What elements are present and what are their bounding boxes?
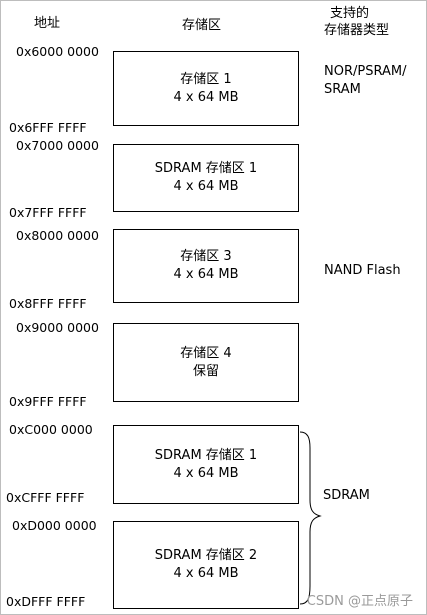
address-column-header: 地址 xyxy=(34,16,61,31)
bank-box-3-size: 4 x 64 MB xyxy=(173,267,239,282)
memory-type-nor-line2: SRAM xyxy=(324,82,361,97)
bank-box-3-name: 存储区 3 xyxy=(180,249,232,264)
bank-box-4-size: 保留 xyxy=(192,363,219,379)
address-label-bank1-end: 0x6FFF FFFF xyxy=(9,120,87,135)
bank-box-2-size: 4 x 64 MB xyxy=(173,179,239,194)
address-label-bank2-end: 0x7FFF FFFF xyxy=(9,205,87,220)
address-label-bank3-end: 0x8FFF FFFF xyxy=(9,296,87,311)
memory-type-sdram: SDRAM xyxy=(323,488,370,503)
bank-box-sdram-1: SDRAM 存储区 1 4 x 64 MB xyxy=(113,425,299,504)
bank-box-1-name: 存储区 1 xyxy=(180,71,232,87)
bank-box-1: 存储区 1 4 x 64 MB xyxy=(113,51,299,126)
bank-column-header: 存储区 xyxy=(182,18,222,33)
bank-box-2-name: SDRAM 存储区 1 xyxy=(154,161,258,176)
memory-type-header-line1: 支持的 xyxy=(330,6,370,21)
address-label-sdram1-end: 0xCFFF FFFF xyxy=(6,490,85,505)
bank-box-sdram-1-name: SDRAM 存储区 1 xyxy=(154,447,258,463)
address-label-bank4-start: 0x9000 0000 xyxy=(16,320,99,335)
bank-box-4-name: 存储区 4 xyxy=(180,345,232,361)
sdram-group-brace xyxy=(299,431,322,605)
address-label-sdram2-start: 0xD000 0000 xyxy=(12,518,97,533)
address-label-sdram2-end: 0xDFFF FFFF xyxy=(6,594,86,609)
bank-box-sdram-1-size: 4 x 64 MB xyxy=(173,465,239,481)
watermark-text: CSDN @正点原子 xyxy=(306,594,413,609)
address-label-bank1-start: 0x6000 0000 xyxy=(16,44,99,59)
address-label-bank4-end: 0x9FFF FFFF xyxy=(9,394,87,409)
address-label-sdram1-start: 0xC000 0000 xyxy=(9,422,93,437)
bank-box-3: 存储区 3 4 x 64 MB xyxy=(113,229,299,303)
bank-box-2: SDRAM 存储区 1 4 x 64 MB xyxy=(113,144,299,212)
memory-type-nand: NAND Flash xyxy=(324,263,401,278)
bank-box-sdram-2-size: 4 x 64 MB xyxy=(173,566,239,581)
address-label-bank2-start: 0x7000 0000 xyxy=(16,138,99,153)
bank-box-sdram-2-name: SDRAM 存储区 2 xyxy=(154,548,258,563)
bank-box-1-size: 4 x 64 MB xyxy=(173,89,239,105)
bank-box-sdram-2: SDRAM 存储区 2 4 x 64 MB xyxy=(113,521,299,609)
bank-box-4: 存储区 4 保留 xyxy=(113,323,299,402)
address-label-bank3-start: 0x8000 0000 xyxy=(16,228,99,243)
memory-type-header-line2: 存储器类型 xyxy=(324,23,390,38)
memory-type-nor-line1: NOR/PSRAM/ xyxy=(324,64,407,79)
